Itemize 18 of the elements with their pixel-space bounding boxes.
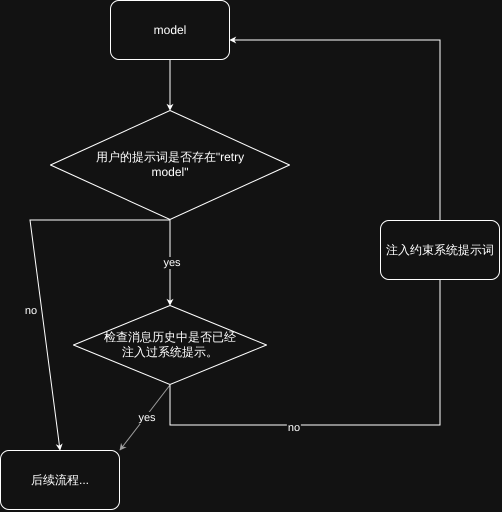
box-label: 注入约束系统提示词 [386,242,494,258]
arrow [120,384,170,451]
arrow [166,220,174,306]
edge-label: no [24,305,38,317]
decision-text: 检查消息历史中是否已经注入过系统提示。 [103,330,237,360]
edge-label: yes [137,412,157,424]
box-label: 后续流程... [30,472,89,488]
arrow [166,60,174,111]
edge-label: no [286,422,302,434]
arrow [229,36,440,220]
edge-label: yes [162,257,182,269]
process-box [380,220,500,280]
process-box [110,0,230,60]
arrow [29,220,170,451]
decision-text: 用户的提示词是否存在"retry model" [94,150,246,180]
connector-line [170,280,440,426]
process-box [0,450,120,510]
box-label: model [154,22,186,38]
